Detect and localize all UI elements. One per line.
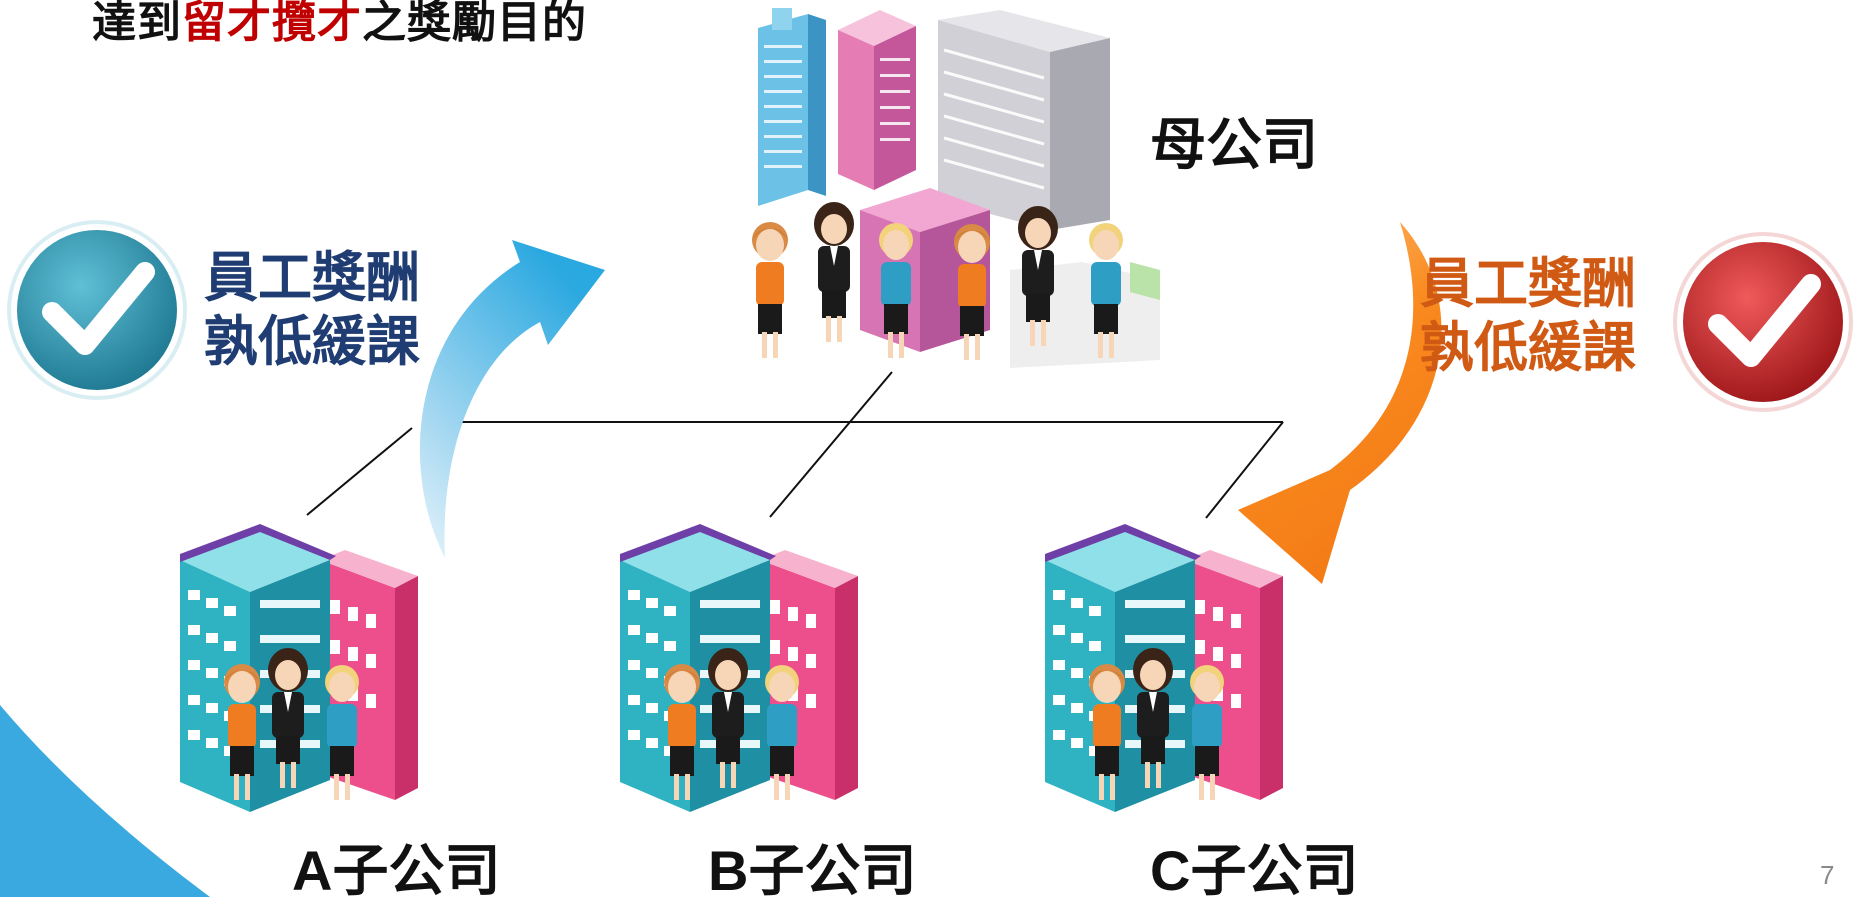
left-benefit-line1: 員工獎酬	[204, 246, 420, 309]
left-check-badge-icon	[7, 220, 187, 400]
subsidiary-c-building-icon	[1045, 524, 1283, 812]
subsidiary-b-building-icon	[620, 524, 858, 812]
right-benefit-line1: 員工獎酬	[1420, 252, 1636, 315]
right-benefit-line2: 孰低緩課	[1420, 316, 1636, 379]
subsidiary-b-letter: B	[708, 839, 749, 902]
corner-decoration	[0, 705, 210, 897]
subsidiary-c-suffix: 子公司	[1190, 839, 1359, 904]
right-benefit-text: 員工獎酬 孰低緩課	[1420, 252, 1636, 380]
left-benefit-line2: 孰低緩課	[204, 310, 420, 373]
subsidiary-b-suffix: 子公司	[748, 839, 917, 904]
parent-company-label: 母公司	[1150, 113, 1318, 178]
subsidiary-c-label: C子公司	[1150, 826, 1358, 907]
header-suffix: 之獎勵目的	[362, 0, 587, 48]
right-curved-arrow-icon	[1238, 222, 1442, 584]
left-benefit-text: 員工獎酬 孰低緩課	[204, 246, 420, 374]
header-title: 達到留才攬才之獎勵目的	[92, 0, 587, 50]
connector-lines	[306, 371, 1284, 519]
connector-a	[306, 427, 413, 516]
connector-b	[769, 371, 893, 518]
left-curved-arrow-icon	[419, 240, 605, 558]
subsidiary-a-letter: A	[292, 839, 333, 902]
subsidiary-a-building-icon	[180, 524, 418, 812]
header-highlight: 留才攬才	[182, 0, 362, 48]
right-check-badge-icon	[1673, 232, 1853, 412]
header-prefix: 達到	[92, 0, 182, 48]
subsidiary-c-letter: C	[1150, 839, 1191, 902]
connector-c	[1205, 421, 1284, 519]
subsidiary-b-label: B子公司	[708, 826, 916, 907]
subsidiary-a-label: A子公司	[292, 826, 500, 907]
page-number: 7	[1820, 860, 1835, 890]
subsidiary-a-suffix: 子公司	[332, 839, 501, 904]
